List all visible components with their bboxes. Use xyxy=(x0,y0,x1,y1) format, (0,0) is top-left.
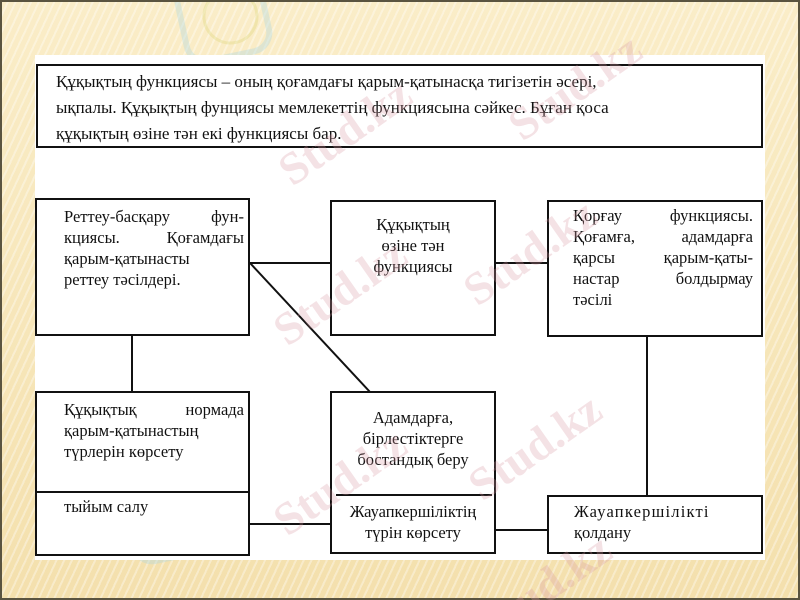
protective-line: Қорғау функциясы. xyxy=(573,206,753,225)
liability-apply-line: Жауапкершілікті xyxy=(574,502,710,521)
regulatory-function-box: Реттеу-басқару фун- кциясы. Қоғамдағы қа… xyxy=(35,198,250,336)
regulatory-line: қарым-қатынасты xyxy=(64,249,190,268)
intro-line: Құқықтың функциясы – оның қоғамдағы қары… xyxy=(56,72,597,91)
center-line: Құқықтың xyxy=(376,215,450,234)
intro-line: құқықтың өзіне тән екі функциясы бар. xyxy=(56,124,342,143)
protective-line: Қоғамға, адамдарға xyxy=(573,227,753,246)
center-line: функциясы xyxy=(373,257,453,276)
intro-line: ықпалы. Құқықтың фунциясы мемлекеттің фу… xyxy=(56,98,609,117)
freedom-line: Адамдарға, xyxy=(372,408,454,427)
liability-apply-line: қолдану xyxy=(574,523,632,542)
liability-apply-box: Жауапкершілікті қолдану xyxy=(547,495,763,554)
prohibition-box: тыйым салу xyxy=(35,491,250,556)
regulatory-line: реттеу тәсілдері. xyxy=(64,270,181,289)
freedom-line: бостандық беру xyxy=(357,450,469,469)
freedom-divider xyxy=(336,494,492,496)
regulatory-line: кциясы. Қоғамдағы xyxy=(64,228,244,247)
prohibition-label: тыйым салу xyxy=(64,497,149,516)
norms-line: Құқықтық нормада xyxy=(64,400,244,419)
center-line: өзіне тән xyxy=(381,236,445,255)
freedom-line: бірлестіктерге xyxy=(362,429,464,448)
protective-line: тәсілі xyxy=(573,290,613,309)
norms-box: Құқықтық нормада қарым-қатынастың түрлер… xyxy=(35,391,250,492)
norms-line: қарым-қатынастың xyxy=(64,421,199,440)
center-function-box: Құқықтың өзіне тән функциясы xyxy=(330,200,496,336)
protective-function-box: Қорғау функциясы. Қоғамға, адамдарға қар… xyxy=(547,200,763,337)
intro-text-box: Құқықтың функциясы – оның қоғамдағы қары… xyxy=(36,64,763,148)
norms-line: түрлерін көрсету xyxy=(64,442,184,461)
freedom-box: Адамдарға, бірлестіктерге бостандық беру xyxy=(330,391,496,554)
slide-content-area xyxy=(35,55,765,560)
liability-type-box: Жауапкершіліктің түрін көрсету xyxy=(332,501,494,543)
protective-line: настар болдырмау xyxy=(573,269,753,288)
liability-type-line: Жауапкершіліктің xyxy=(349,502,477,521)
protective-line: қарсы қарым-қаты- xyxy=(573,248,753,267)
liability-type-line: түрін көрсету xyxy=(365,523,461,542)
regulatory-line: Реттеу-басқару фун- xyxy=(64,207,244,226)
